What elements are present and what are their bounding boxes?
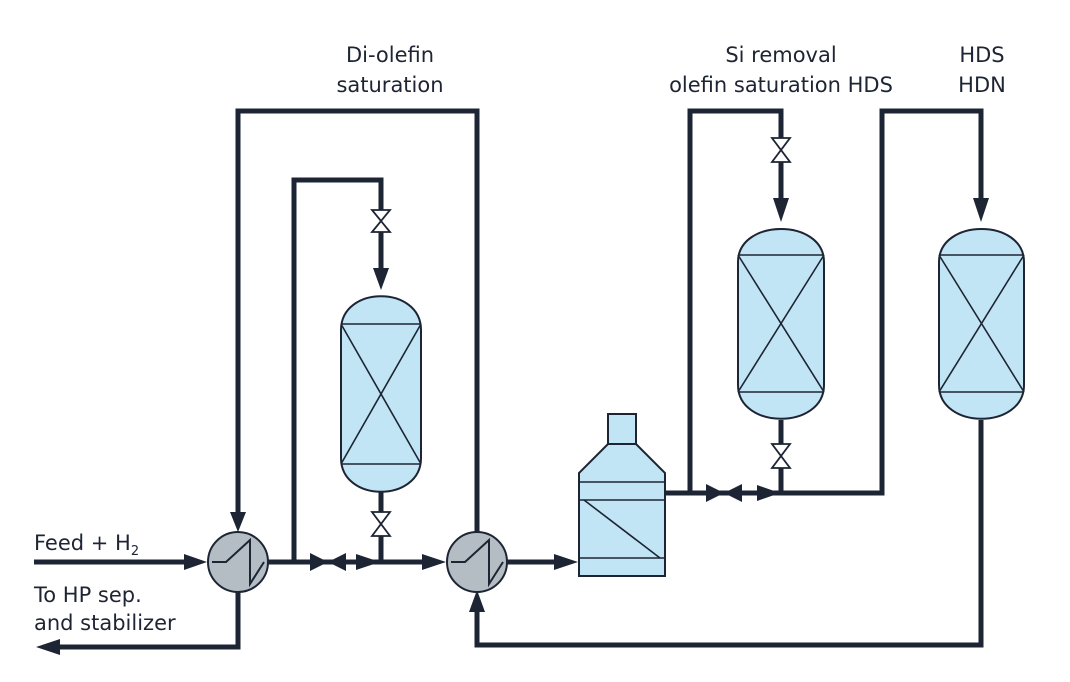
diolefin-effluent-loop-pipe <box>235 108 480 532</box>
hx2-inlet-arrow <box>422 554 446 570</box>
diolefin-label-line2: saturation <box>336 73 443 97</box>
product-out-pipe <box>55 592 241 650</box>
gate-valve-icon <box>770 137 792 163</box>
hds-reactor-inlet-pipe <box>780 108 984 496</box>
packed-bed-reactor-icon <box>938 228 1025 420</box>
product-out-arrow <box>36 639 60 655</box>
flow-arrows <box>36 198 989 655</box>
diolefin-label-line1: Di-olefin <box>346 43 434 67</box>
furnace-outlet-arrow <box>757 485 780 501</box>
valve-pair-2-right-triangle <box>724 484 742 502</box>
si-label-line2: olefin saturation HDS <box>669 73 893 97</box>
heat-exchanger-icon <box>446 531 508 593</box>
reactor1-inlet-arrow <box>373 268 389 290</box>
packed-bed-reactor-icon <box>340 295 422 493</box>
to-hp-label-line2: and stabilizer <box>34 611 176 635</box>
to-hp-label-line1: To HP sep. <box>33 583 142 607</box>
hds-label-line1: HDS <box>959 43 1004 67</box>
feed-arrow <box>184 554 207 570</box>
hds-reactor-inlet-arrow <box>973 198 989 222</box>
fired-heater-icon <box>578 413 666 577</box>
hx2-bottom-inlet-arrow <box>469 590 485 612</box>
valve-pair-2 <box>706 484 742 502</box>
furnace-inlet-arrow <box>554 554 578 570</box>
hds-effluent-return-pipe <box>474 420 984 648</box>
gate-valve-icon <box>370 209 392 233</box>
reactor1-inlet-loop-pipe <box>291 177 384 562</box>
valve-pair-1-right-triangle <box>328 553 346 571</box>
gate-valve-icon <box>370 511 392 537</box>
valve-pair-1 <box>310 553 380 571</box>
labels: Feed + H2 To HP sep. and stabilizer Di-o… <box>33 43 1006 635</box>
si-reactor-inlet-loop-pipe <box>687 108 784 493</box>
valve-pair-1-arrow <box>356 554 380 570</box>
pipe-network <box>34 108 984 650</box>
si-reactor-inlet-arrow <box>773 198 789 222</box>
hx1-top-inlet-arrow <box>230 512 246 532</box>
gate-valve-icon <box>770 443 792 469</box>
hds-label-line2: HDN <box>958 73 1006 97</box>
valve-pair-2-left-triangle <box>706 484 724 502</box>
heat-exchanger-icon <box>207 531 269 593</box>
packed-bed-reactor-icon <box>737 228 825 420</box>
feed-label: Feed + H2 <box>34 531 139 559</box>
valve-pair-1-left-triangle <box>310 553 328 571</box>
si-label-line1: Si removal <box>725 43 836 67</box>
reactor1-to-hx2-pipe <box>378 536 432 565</box>
